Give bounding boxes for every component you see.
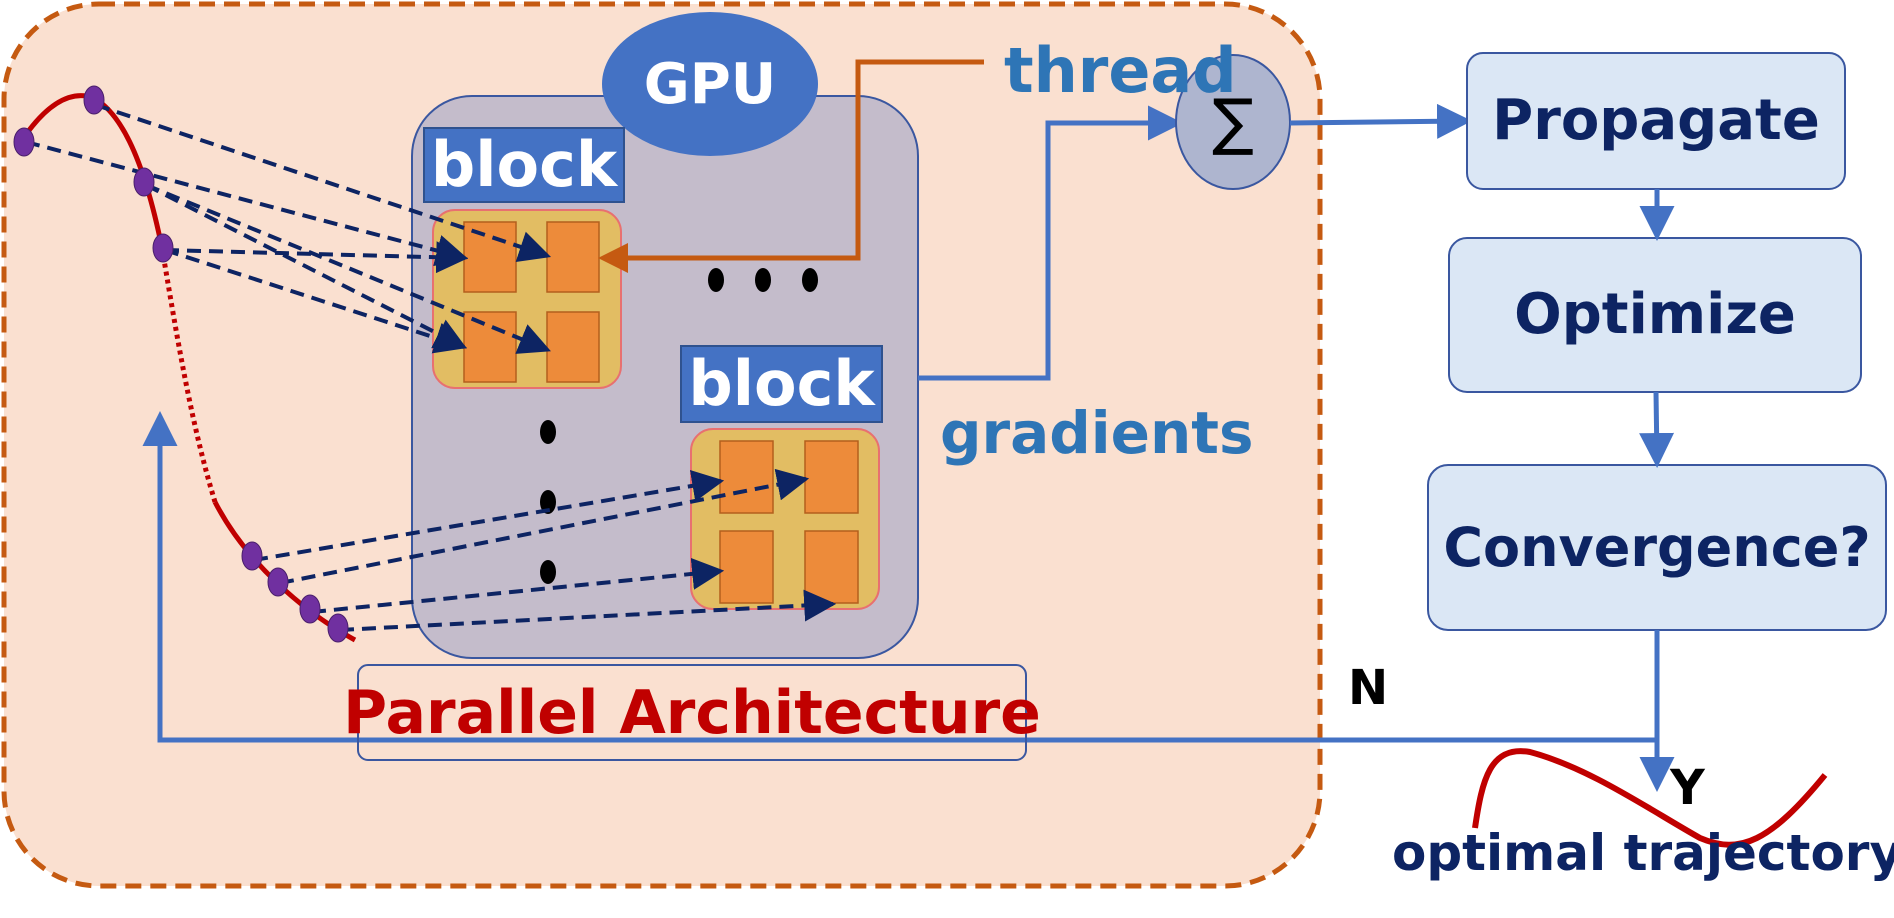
dashed-arrow (164, 248, 468, 354)
block-2-header (680, 345, 883, 423)
gradients-label: gradients (940, 399, 1254, 467)
no-label: N (1348, 660, 1389, 716)
dashed-arrow (279, 468, 810, 585)
dashed-arrow (145, 183, 551, 354)
sum-symbol: ∑ (1212, 85, 1254, 158)
trajectory-point (241, 541, 263, 571)
dashed-arrow (145, 183, 467, 349)
dashed-arrow (95, 103, 552, 263)
feedback-loop-arrow (142, 411, 1657, 743)
thread-cell (463, 311, 517, 383)
thread-cell (719, 440, 774, 514)
dashed-arrow (339, 589, 837, 632)
gradients-arrow (918, 105, 1183, 381)
dashed-arrow (253, 470, 725, 562)
gpu-ellipse (602, 12, 818, 156)
ellipsis-dot (708, 268, 724, 292)
optimal-trajectory-label: optimal trajectory (1392, 824, 1894, 882)
propagate-label: Propagate (1492, 88, 1820, 153)
thread-cell (546, 311, 600, 383)
dashed-arrow (25, 140, 469, 267)
thread-pointer-arrow (598, 59, 984, 273)
yes-label: Y (1670, 760, 1705, 816)
thread-cell (546, 221, 600, 293)
ellipsis-dot (540, 420, 556, 444)
convergence-label: Convergence? (1443, 515, 1871, 579)
optimize-label: Optimize (1514, 282, 1796, 347)
block-1-label: block (430, 128, 618, 201)
architecture-label: Parallel Architecture (343, 677, 1041, 748)
block-2-label: block (688, 347, 875, 420)
sum-to-propagate-arrow (1289, 103, 1472, 139)
optimize-to-convergence-arrow (1639, 391, 1675, 468)
trajectory-point (133, 167, 155, 197)
thread-cell (804, 530, 859, 604)
gpu-label: GPU (643, 52, 777, 117)
thread-cell (719, 530, 774, 604)
dashed-arrows (25, 103, 837, 632)
block-1-header (423, 127, 625, 203)
architecture-label-box (357, 664, 1027, 761)
ellipsis-dot (755, 268, 771, 292)
trajectory-point (299, 594, 321, 624)
thread-label: thread (1004, 34, 1237, 107)
dashed-arrow (164, 241, 469, 274)
trajectory-point (13, 127, 35, 157)
trajectory-point (83, 85, 105, 115)
thread-cell (804, 440, 859, 514)
ellipsis-dot (540, 490, 556, 514)
optimal-trajectory-curve (1472, 748, 1828, 848)
trajectory-point (267, 567, 289, 597)
dashed-arrow (311, 557, 725, 614)
trajectory-point (327, 613, 349, 643)
initial-trajectory-dotted (159, 247, 218, 503)
trajectory-point (152, 233, 174, 263)
ellipsis-dot (540, 560, 556, 584)
ellipsis-dot (802, 268, 818, 292)
